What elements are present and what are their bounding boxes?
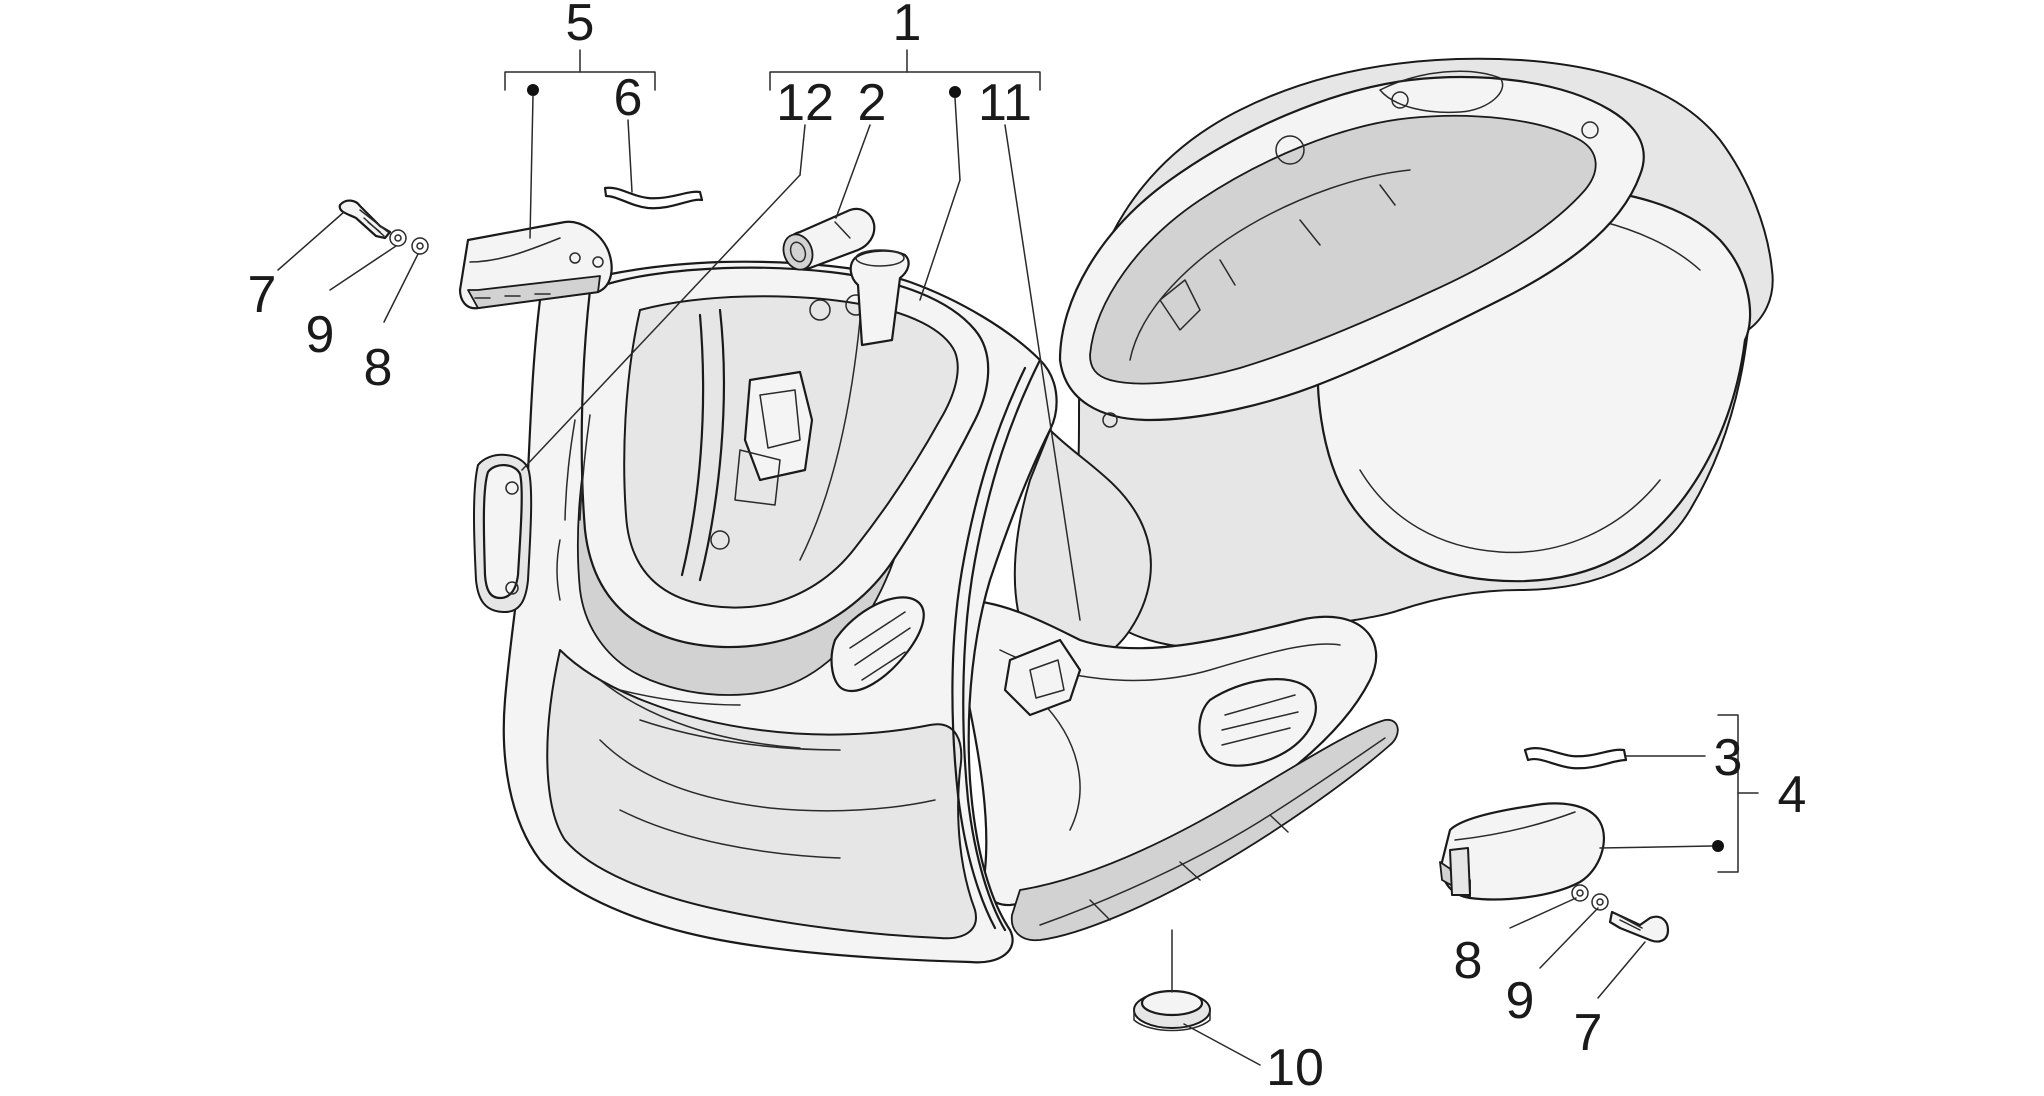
callout-2: 2 [858,74,887,132]
callout-3: 3 [1714,729,1743,787]
legshield-louvre [830,596,925,693]
callout-11: 11 [978,74,1032,132]
callout-7-right: 7 [1574,1004,1603,1062]
legshield-assembly [502,249,1058,964]
right-screw-washer-set [1571,884,1670,943]
part-2-bushing [782,207,876,271]
callout-12: 12 [776,74,834,132]
callout-10: 10 [1266,1039,1324,1091]
part-3-spring-clip [1523,747,1628,770]
floor-runner [1010,719,1399,942]
callout-9-left: 9 [306,306,335,364]
tunnel-bracket [1003,638,1082,717]
callout-7-left: 7 [248,266,277,324]
callout-9-right: 9 [1506,972,1535,1030]
left-washer-8 [411,237,429,255]
callout-labels: 5 6 1 12 2 11 7 9 8 3 4 8 9 7 10 [248,0,1807,1096]
callout-8-left: 8 [364,339,393,397]
part-6-spring-clip [603,186,704,210]
left-washer-9 [389,229,407,247]
part-12-panel-clip [473,453,533,613]
part-5-runner-end [458,220,613,310]
leader-lines [277,49,1759,1066]
callout-8-right: 8 [1454,932,1483,990]
scooter-body-frame [955,57,1774,942]
part-10-grommet [1133,989,1211,1032]
callout-1: 1 [893,0,922,52]
right-washer-9 [1591,893,1609,911]
part-4-runner-end [1439,802,1605,901]
left-screw-washer-set [338,199,429,255]
right-washer-8 [1571,884,1589,902]
callout-6: 6 [614,69,643,127]
steering-tube [849,249,910,347]
callout-4: 4 [1778,766,1807,824]
callout-5: 5 [566,0,595,52]
central-tunnel [1013,429,1152,665]
